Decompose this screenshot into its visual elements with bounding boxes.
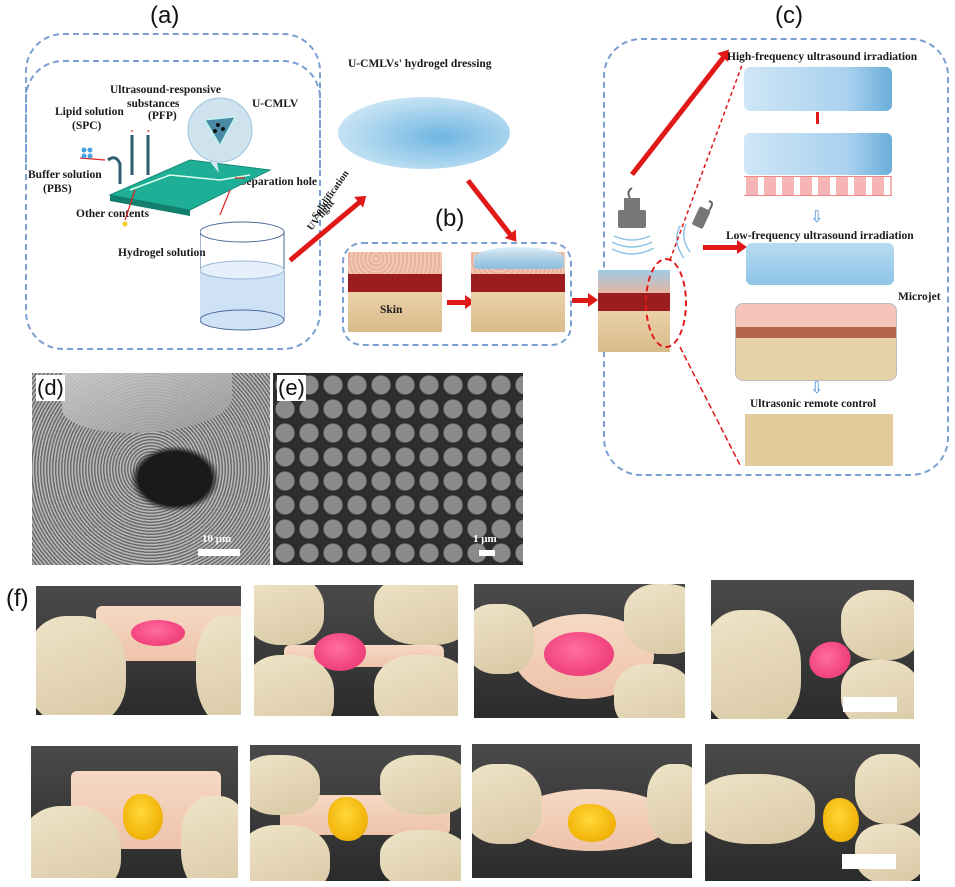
panel-label-e: (e) (277, 375, 306, 401)
label-hydrogel-dressing: U-CMLVs' hydrogel dressing (348, 58, 492, 70)
panel-b-frame (342, 242, 572, 346)
label-pfp: (PFP) (148, 110, 177, 122)
photo-pink-flat (36, 586, 241, 715)
label-remote-control: Ultrasonic remote control (750, 398, 877, 410)
scale-bar-e (479, 550, 495, 556)
photo-yellow-bent (472, 744, 692, 878)
yellow-gel (823, 798, 859, 842)
microjet-tissue (735, 303, 897, 381)
label-other-contents: Other contents (76, 208, 149, 220)
skin-block-plain: Skin (348, 252, 442, 332)
label-substances: substances (127, 98, 180, 110)
sem-image-d: (d) 10 μm (32, 373, 270, 565)
zoom-guide-lines (669, 64, 743, 466)
hollow-down-arrow-1: ⇩ (810, 209, 824, 226)
label-buffer-solution: Buffer solution (28, 169, 102, 181)
panel-c-frame (603, 38, 949, 476)
label-skin: Skin (380, 304, 403, 316)
hydrogel-dressing-illustration (338, 97, 510, 169)
scale-bar-f-row2 (842, 854, 896, 869)
panel-label-a: (a) (150, 2, 180, 29)
label-u-cmlv: U-CMLV (252, 98, 299, 110)
b-to-c-arrow (572, 293, 598, 307)
dressing-to-skin-arrow (466, 178, 514, 238)
panel-label-b: (b) (435, 205, 465, 232)
photo-yellow-compressed (250, 745, 461, 881)
label-ultrasound-responsive: Ultrasound-responsive (110, 84, 221, 96)
pink-gel (131, 620, 185, 646)
label-low-frequency: Low-frequency ultrasound irradiation (726, 230, 914, 242)
zoom-ellipse (645, 258, 687, 348)
hollow-down-arrow-2: ⇩ (810, 380, 824, 397)
buffer-droplets-icon (81, 147, 93, 159)
photo-pink-bent (474, 584, 685, 718)
photo-pink-twisted (711, 580, 914, 719)
to-low-frequency-arrow (703, 240, 747, 254)
panel-label-f: (f) (6, 585, 29, 612)
low-frequency-gel-box (746, 243, 894, 285)
yellow-gel (568, 804, 616, 842)
yellow-gel (123, 794, 163, 840)
photo-yellow-flat (31, 746, 238, 878)
high-frequency-gel-box (744, 67, 892, 111)
label-spc: (SPC) (72, 120, 102, 132)
u-cmlv-vesicle-icon (187, 97, 253, 173)
panel-label-c: (c) (775, 2, 803, 29)
label-microjet: Microjet (898, 291, 941, 303)
label-hydrogel-solution: Hydrogel solution (118, 247, 206, 259)
microfluidic-chip-illustration (79, 130, 272, 227)
tissue-bricks (744, 176, 892, 196)
sem-fold (62, 373, 232, 433)
pink-gel (544, 632, 614, 676)
pink-gel (314, 633, 366, 671)
scale-bar-d (198, 549, 240, 556)
label-lipid-solution: Lipid solution (55, 106, 124, 118)
label-pbs: (PBS) (43, 183, 72, 195)
skin-apply-arrow (447, 295, 475, 309)
hydrogel-beaker-illustration (200, 221, 285, 331)
sem-image-e: (e) 1 μm (273, 373, 523, 565)
scale-label-e: 1 μm (473, 533, 497, 545)
photo-pink-compressed (254, 585, 458, 716)
panel-label-d: (d) (36, 375, 65, 401)
scale-label-d: 10 μm (202, 533, 232, 545)
label-separation-hole: Separation hole (240, 176, 317, 188)
down-arrow-red (816, 112, 819, 124)
remote-control-tissue (745, 414, 893, 466)
ultrasound-transducer-icon (612, 187, 714, 259)
photo-yellow-twisted (705, 744, 920, 881)
label-high-frequency: High-frequency ultrasound irradiation (727, 51, 918, 63)
yellow-gel (328, 797, 368, 841)
scale-bar-f-row1 (843, 697, 897, 712)
settled-gel-box (744, 133, 892, 175)
applied-dressing (474, 247, 564, 269)
panel-a-frame-lower (25, 60, 321, 350)
